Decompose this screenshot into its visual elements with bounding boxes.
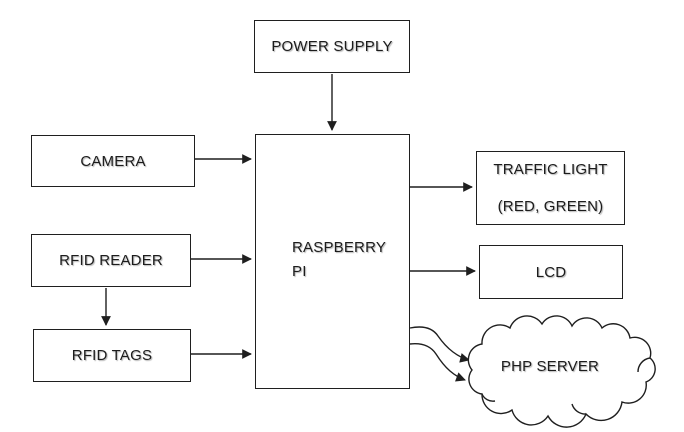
raspberry-pi-label-line1: RASPBERRY: [292, 239, 387, 256]
power-supply-label: POWER SUPPLY: [271, 38, 393, 55]
traffic-light-label-line1: TRAFFIC LIGHT: [493, 161, 608, 178]
rfid-tags-label: RFID TAGS: [71, 347, 153, 364]
pi-to-server-arrow-2: [409, 343, 466, 382]
php-server-cloud: [467, 315, 656, 428]
php-server-label: PHP SERVER: [500, 358, 600, 375]
raspberry-pi-label: RASPBERRY PI: [292, 236, 386, 284]
raspberry-pi-label-line2: PI: [292, 263, 307, 280]
traffic-light-label-line2: (RED, GREEN): [497, 198, 604, 215]
cloud-inner-curl-bottom: [571, 403, 587, 415]
cloud-inner-curl-left: [481, 393, 496, 402]
camera-label: CAMERA: [80, 152, 146, 170]
rfid-reader-label: RFID READER: [59, 252, 163, 269]
node-lcd: LCD: [479, 245, 623, 299]
node-raspberry-pi: RASPBERRY PI: [255, 134, 410, 389]
node-rfid-tags: RFID TAGS: [33, 329, 191, 382]
pi-to-server-arrow-1: [409, 326, 470, 363]
node-traffic-light: TRAFFIC LIGHT (RED, GREEN): [476, 151, 625, 225]
node-camera: CAMERA: [31, 135, 195, 187]
node-rfid-reader: RFID READER: [31, 234, 191, 287]
cloud-inner-curl-right: [637, 357, 651, 373]
node-power-supply: POWER SUPPLY: [254, 20, 410, 73]
traffic-light-label: TRAFFIC LIGHT (RED, GREEN): [493, 151, 607, 225]
lcd-label: LCD: [535, 263, 567, 281]
